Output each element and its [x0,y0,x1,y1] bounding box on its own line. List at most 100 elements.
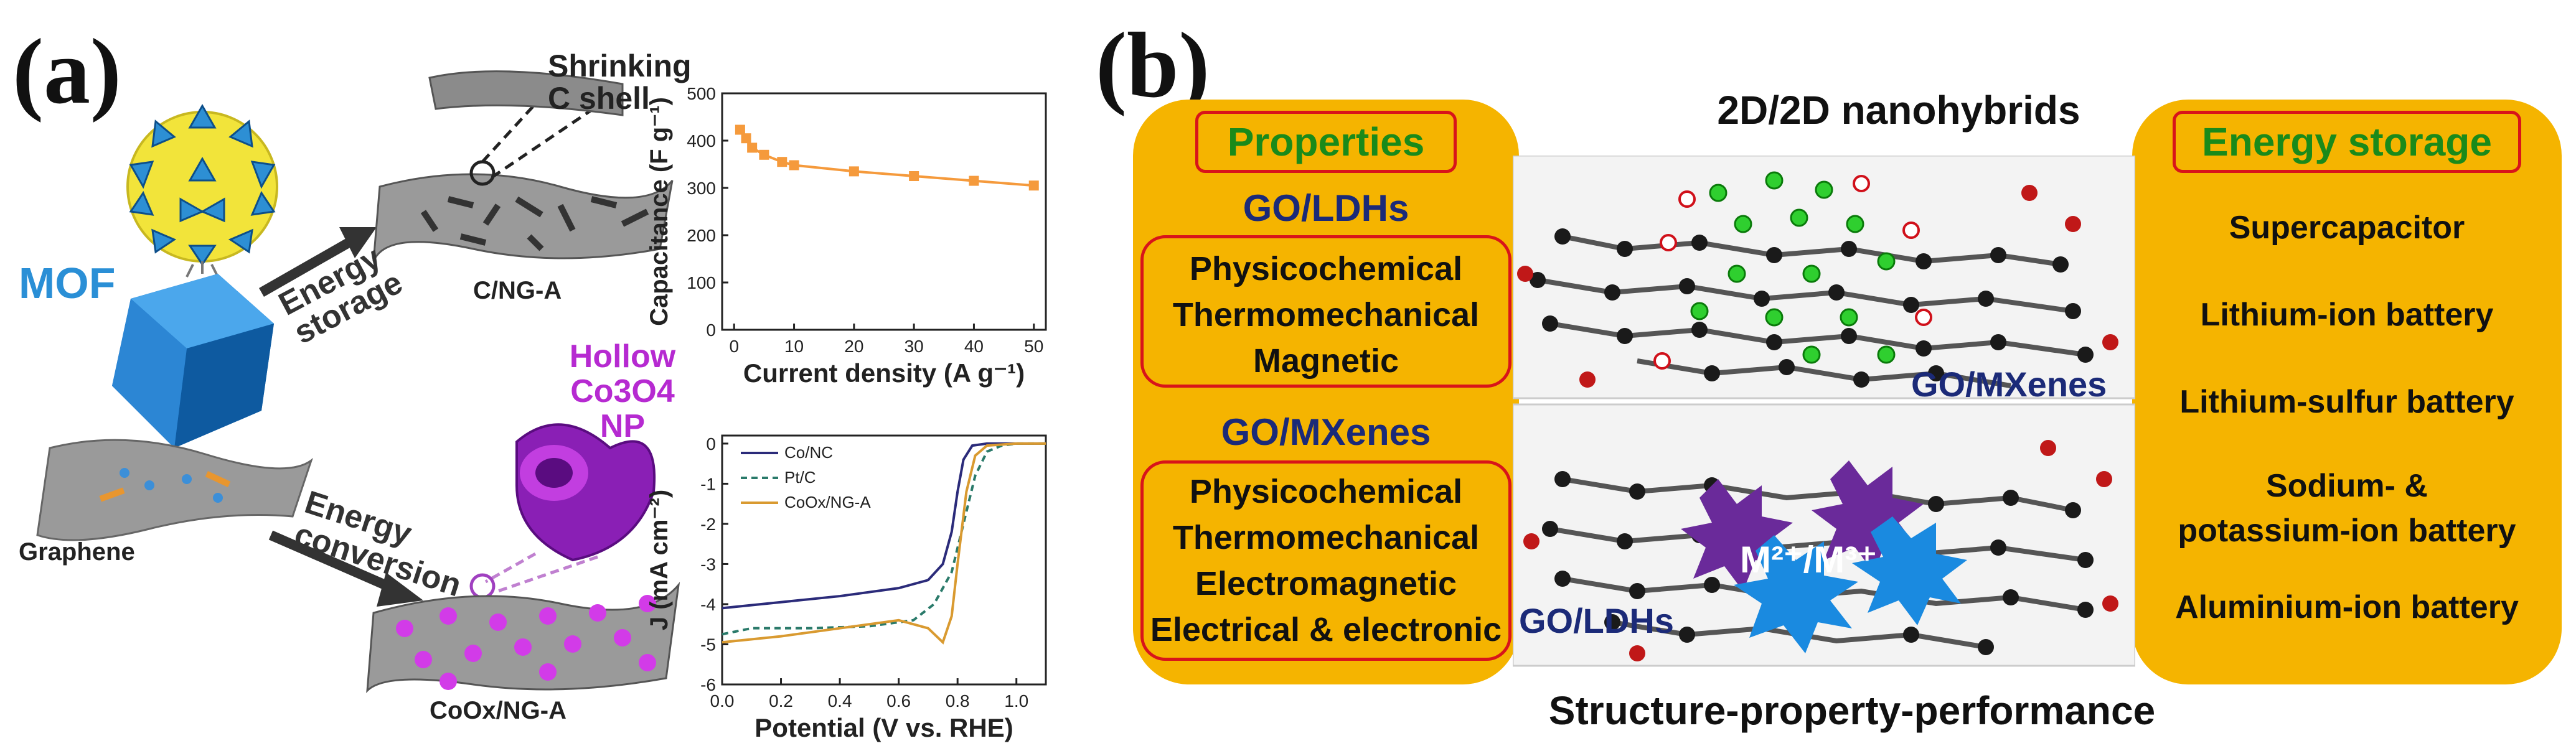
x-tick-label: 20 [844,337,863,356]
property-item: Physicochemical [1189,250,1463,287]
y-axis-label: Capacitance (F g⁻¹) [646,97,673,326]
y-tick-label: -6 [700,675,716,694]
x-tick-label: 10 [784,337,804,356]
graphene-label: Graphene [19,538,135,566]
mof-polyhedron-icon [112,274,274,448]
go-mxenes-image-label: GO/MXenes [1911,365,2107,404]
coox-ng-a-sheet-icon [366,582,680,693]
structure-property-performance-title: Structure-property-performance [1548,688,2156,733]
hollow-nanoparticle-icon [469,423,656,599]
hollow-label: Hollow Co3O4 NP [548,339,697,444]
properties-header-text: Properties [1227,119,1425,164]
hollow-label-line1: Hollow [569,338,676,375]
data-point [969,175,979,186]
panel-b-label: (b) [1096,14,1210,117]
data-point [909,171,919,181]
lsv-chart: 0.0 0.2 0.4 0.6 0.8 1.0 -6 -5 -4 -3 -2 -1 0Potential… [646,434,1047,742]
data-point [1028,180,1039,191]
data-point [747,142,758,153]
y-tick-label: 100 [687,273,716,292]
c-ng-a-label: C/NG-A [473,277,562,304]
y-tick-label: 500 [687,84,716,103]
go-ldhs-image-label: GO/LDHs [1519,601,1674,640]
legend-entry: CoOx/NG-A [784,493,871,511]
x-tick-label: 0.8 [946,691,970,711]
data-point [759,149,769,160]
x-axis-label: Potential (V vs. RHE) [754,713,1013,742]
y-tick-label: -5 [700,635,716,654]
y-tick-label: 0 [706,320,716,340]
c-shell-ribbon-icon [428,70,624,116]
plot-frame [721,434,1047,686]
series-line [722,442,1046,645]
x-tick-label: 0.2 [769,691,793,711]
y-tick-label: 300 [687,179,716,198]
graphene-sheet-icon [36,439,313,541]
y-tick-label: -2 [700,515,716,534]
data-point [848,166,859,177]
property-item: Magnetic [1253,342,1399,380]
energy-storage-item: Aluminium-ion battery [2175,589,2519,625]
pom-cluster-icon [126,103,278,278]
mof-label: MOF [19,259,116,307]
x-tick-label: 0.4 [828,691,852,711]
coox-ng-a-label: CoOx/NG-A [430,697,566,724]
metal-ions-label: M²⁺/M³⁺ [1740,539,1877,581]
x-tick-label: 1.0 [1004,691,1028,711]
energy-conversion-arrow [268,530,423,607]
x-axis-label: Current density (A g⁻¹) [743,358,1025,388]
x-tick-label: 0.0 [710,691,735,711]
nanohybrids-title: 2D/2D nanohybrids [1717,88,2080,133]
y-tick-label: -4 [700,595,716,614]
ion-burst-blue-2 [1852,516,1967,625]
go-mxenes-structure-icon [1517,171,2118,388]
panel-a-illustration [36,70,680,693]
c-ng-a-sheet-icon [372,89,674,262]
x-tick-label: 40 [964,337,984,356]
go-mxenes-title: GO/MXenes [1221,411,1431,453]
legend-entry: Pt/C [784,468,816,487]
energy-storage-header: Energy storage [2173,111,2521,173]
property-item: Physicochemical [1189,473,1463,510]
property-item: Electromagnetic [1195,565,1457,602]
series-line [722,442,1046,636]
energy-storage-arrow [259,227,377,297]
y-tick-label: 0 [706,434,716,454]
properties-header: Properties [1195,111,1457,173]
x-tick-label: 0 [729,337,739,356]
y-tick-label: 400 [687,131,716,151]
data-point [741,133,751,144]
series-line [722,442,1046,610]
ion-burst-purple-2 [1812,460,1924,572]
legend-entry: Co/NC [784,443,833,462]
y-axis-label: J (mA cm⁻²) [646,490,673,630]
energy-storage-item: Lithium-sulfur battery [2179,384,2514,420]
energy-storage-item: Supercapacitor [2229,210,2465,246]
go-ldhs-structure-icon [1523,440,2118,661]
energy-storage-header-text: Energy storage [2202,119,2492,164]
panel-a-label: (a) [12,20,121,123]
property-item: Electrical & electronic [1150,611,1502,648]
energy-storage-item: Lithium-ion battery [2200,297,2494,333]
y-tick-label: 200 [687,226,716,245]
x-tick-label: 30 [905,337,924,356]
hollow-label-line2: Co3O4 NP [570,373,675,444]
property-item: Thermomechanical [1172,296,1480,334]
x-tick-label: 50 [1024,337,1043,356]
y-tick-label: -1 [700,474,716,493]
y-tick-label: -3 [700,554,716,574]
nanohybrid-structures [1513,156,2135,667]
x-tick-label: 0.6 [886,691,911,711]
plot-frame [721,92,1047,331]
data-point [777,157,787,167]
data-point [735,124,745,135]
go-ldhs-title: GO/LDHs [1243,187,1409,229]
property-item: Thermomechanical [1172,519,1480,556]
ion-burst-purple-1 [1681,479,1793,591]
